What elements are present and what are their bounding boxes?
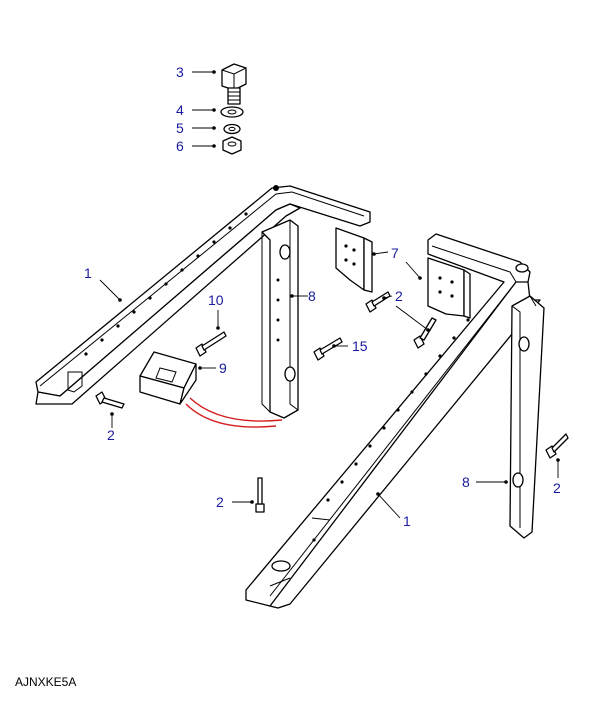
callout-9: 9 xyxy=(219,360,227,376)
angle-plate-upper-part-7 xyxy=(335,227,373,293)
rivet-part-10 xyxy=(195,331,227,357)
rivet-part-15 xyxy=(313,337,343,361)
bracket-center-part-8 xyxy=(261,219,299,419)
callout-2-center: 2 xyxy=(216,494,224,510)
callout-1-left: 1 xyxy=(84,265,92,281)
highlight-lines xyxy=(185,397,283,428)
callout-1-right: 1 xyxy=(403,513,411,529)
frame-rail-left-part-1 xyxy=(35,185,371,405)
rivet-part-2-lower-left xyxy=(95,391,125,409)
callout-2-left-lower: 2 xyxy=(107,427,115,443)
rivet-part-2-far-right xyxy=(545,433,569,459)
frame-rail-right-part-1 xyxy=(245,233,541,609)
diagram-reference-code: AJNXKE5A xyxy=(15,675,76,689)
callout-8-center: 8 xyxy=(308,288,316,304)
nut-part-6 xyxy=(222,136,242,155)
callout-15: 15 xyxy=(352,338,368,354)
callout-5: 5 xyxy=(176,120,184,136)
rivet-part-2-center xyxy=(255,477,265,513)
callout-2-far-right: 2 xyxy=(553,480,561,496)
callout-10: 10 xyxy=(208,292,224,308)
callout-4: 4 xyxy=(176,102,184,118)
callout-8-right: 8 xyxy=(462,474,470,490)
bolt-part-3 xyxy=(221,63,247,105)
angle-plate-lower-part-7 xyxy=(427,257,471,319)
callout-6: 6 xyxy=(176,138,184,154)
callout-7: 7 xyxy=(391,245,399,261)
bracket-right-part-8 xyxy=(509,295,545,539)
callout-3: 3 xyxy=(176,64,184,80)
leader-lines xyxy=(99,70,560,519)
washer-part-4 xyxy=(220,106,244,118)
rivet-part-2-upper-right xyxy=(365,291,391,313)
bracket-clip-part-9 xyxy=(139,351,197,405)
spring-washer-part-5 xyxy=(223,123,241,135)
callout-2-right-upper: 2 xyxy=(395,288,403,304)
